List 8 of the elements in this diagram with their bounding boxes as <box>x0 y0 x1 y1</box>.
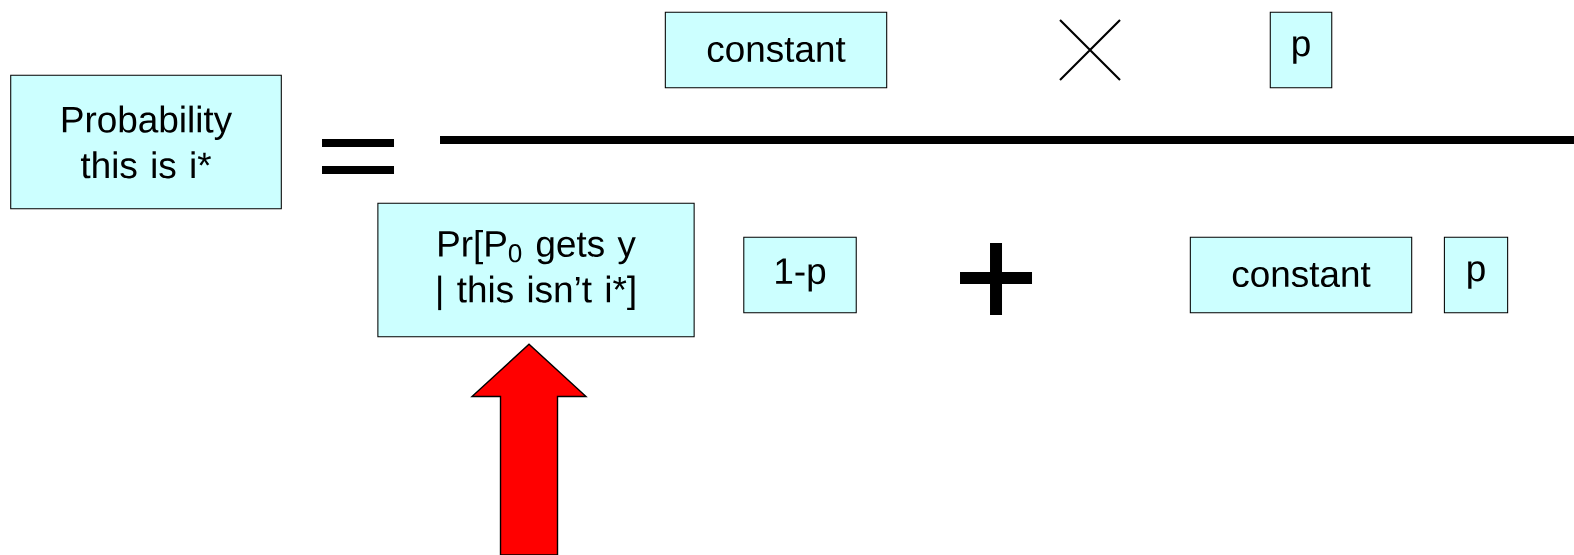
block-arrow <box>470 343 588 555</box>
term-box: constant <box>664 11 888 89</box>
term-box: 1-p <box>743 236 857 314</box>
term-box: constant <box>1189 236 1413 314</box>
term-box: Pr[P$_{0}$ gets y | this isn’t i*] <box>377 202 695 338</box>
term-box: p <box>1443 236 1509 314</box>
term-box: Probability this is i* <box>10 74 282 210</box>
term-box: p <box>1269 11 1333 89</box>
